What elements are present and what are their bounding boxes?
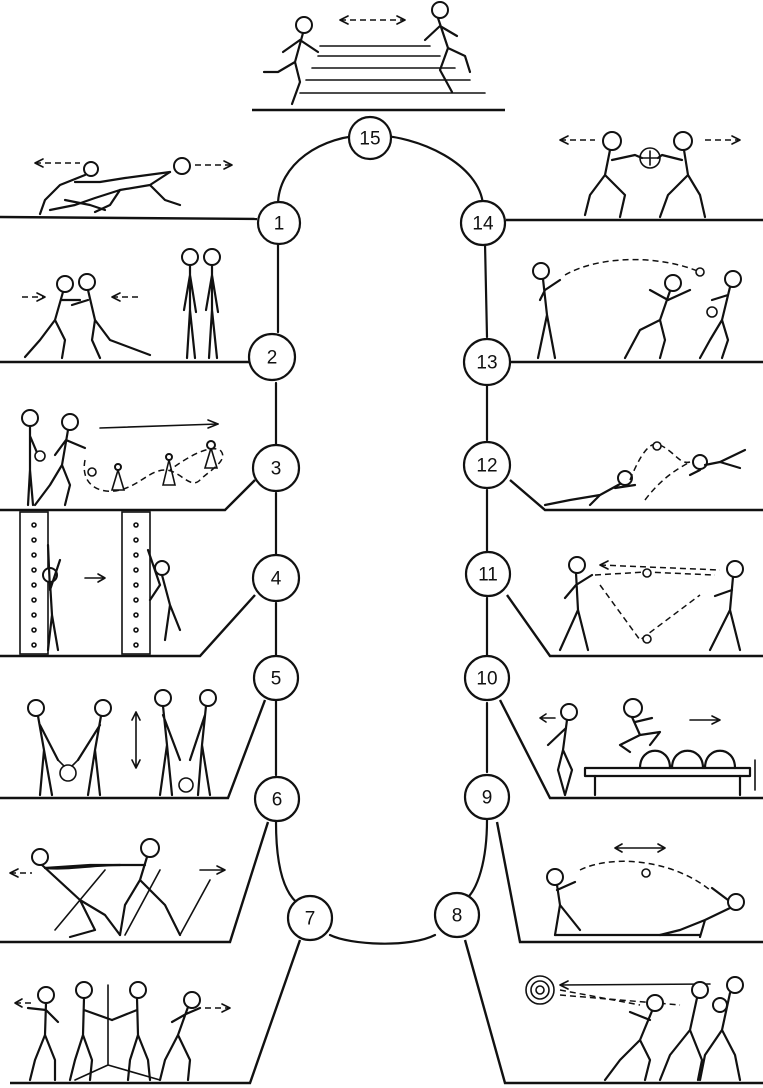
scene-station-5 [27,689,217,797]
station-12: 12 [462,440,512,490]
ground-lines [0,108,763,1085]
station-2: 2 [247,332,297,382]
scene-station-2 [22,248,221,360]
scene-station-1 [34,157,233,216]
station-14: 14 [459,199,507,247]
station-8-label: 8 [452,906,463,927]
station-2-label: 2 [267,348,278,369]
station-13-label: 13 [476,353,497,374]
station-12-label: 12 [476,456,497,477]
scene-station-12 [543,441,747,507]
station-8: 8 [433,891,481,939]
station-11-label: 11 [478,565,498,586]
scene-station-8 [525,975,744,1082]
station-6-label: 6 [272,790,283,811]
station-13: 13 [462,337,512,387]
scene-station-13 [532,258,742,360]
scene-station-9 [546,843,745,939]
scene-station-15 [262,1,486,106]
station-4: 4 [251,553,301,603]
scene-station-10 [539,698,756,797]
scene-station-3 [21,409,224,507]
scene-station-7 [14,981,231,1082]
station-9-label: 9 [482,788,493,809]
station-14-label: 14 [472,214,494,235]
station-1: 1 [256,200,302,246]
station-markers: 1 2 3 4 5 6 7 8 [247,115,512,942]
station-1-label: 1 [274,214,285,235]
station-7: 7 [286,894,334,942]
station-15: 15 [347,115,393,161]
station-3: 3 [251,443,301,493]
scene-station-6 [9,838,226,939]
station-9: 9 [463,773,511,821]
station-15-label: 15 [359,129,380,150]
station-6: 6 [253,775,301,823]
station-5: 5 [252,654,300,702]
station-10: 10 [463,654,511,702]
circuit-track [274,133,489,945]
scene-station-14 [559,131,741,219]
station-7-label: 7 [305,909,316,930]
station-11: 11 [464,550,512,598]
station-10-label: 10 [476,669,497,690]
station-3-label: 3 [271,459,282,480]
station-4-label: 4 [271,569,282,590]
scene-station-11 [558,556,744,652]
station-5-label: 5 [271,669,282,690]
scene-station-4 [19,511,182,655]
